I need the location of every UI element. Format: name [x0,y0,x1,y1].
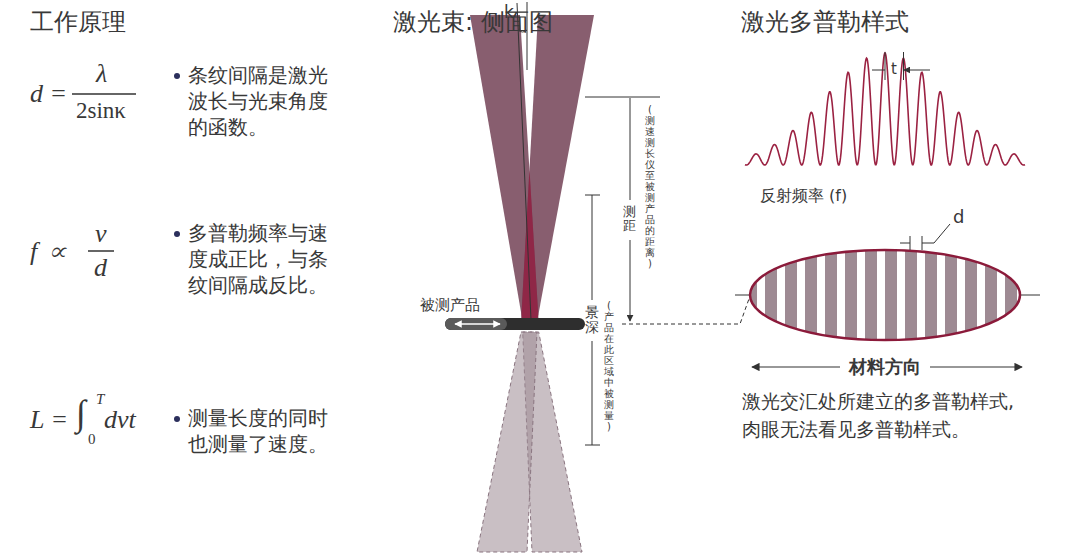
formula-term: d [94,252,107,283]
dimension-label: 测距 [623,205,636,234]
dimension-note: (产品在此区域中被测量) [604,300,614,432]
period-tick [872,70,885,71]
direction-label: 材料方向 [849,356,921,378]
dimension-note: (测速测长仪至被测产品的距离) [645,104,655,269]
formula-term: f ∝ [30,236,70,267]
integral-limit: 0 [88,430,96,448]
fraction-bar [72,93,136,95]
doppler-wave-line [745,53,1025,165]
laser-beam-lower [477,332,537,552]
period-tick [903,52,904,80]
axis-label: 反射频率 (f) [760,186,847,205]
dimension-line [592,195,593,300]
part-label: 被测产品 [420,296,480,314]
formula-term: λ [96,58,107,89]
leader-dashed [622,296,750,324]
bullet-dot [174,416,180,422]
formula-term: v [95,218,107,249]
laser-beam [470,15,539,322]
caption-text: 激光交汇处所建立的多普勒样式, 肉眼无法看见多普勒样式。 [742,388,1032,443]
laser-beam [521,15,594,322]
bullet-text: 测量长度的同时也测量了速度。 [188,405,338,457]
spacing-label: d [953,206,964,228]
period-label: t [891,60,897,78]
bullet-text: 多普勒频率与速度成正比，与条纹间隔成反比。 [188,220,338,298]
doppler-wave [745,53,1025,165]
motion-arrow [455,323,500,325]
bullet-text: 条纹间隔是激光波长与光束角度的函数。 [188,62,338,140]
beam-axis [517,3,531,320]
section-heading: 激光束: 侧面图 [393,8,553,37]
angle-label: k [504,2,514,22]
integral-limit: T [96,390,104,408]
axis-line [735,295,750,296]
period-tick [885,52,886,80]
section-heading: 工作原理 [30,8,126,37]
period-arrow [904,70,930,71]
formula-term: L = [30,404,68,435]
direction-arrow [930,366,1022,367]
product-bar [445,318,585,330]
section-heading: 激光多普勒样式 [741,8,909,37]
formula-term: dvt [104,404,136,435]
dimension-line [630,240,631,321]
spacing-tick [900,243,910,244]
direction-arrow [752,366,840,367]
fraction-bar [88,250,114,252]
bullet-dot [174,73,180,79]
dimension-label: 景深 [585,305,599,336]
leader-line [922,224,950,243]
product-bar-moving [445,318,507,330]
formula-term: 2sinκ [76,97,126,125]
dimension-tick [585,445,600,446]
fringe-ellipse [750,250,1020,340]
dimension-tick [585,97,660,98]
integral-sign: ∫ [76,392,86,435]
dimension-line [630,98,631,200]
axis-line [1020,295,1040,296]
formula-term: d = [30,78,67,109]
dimension-line [592,341,593,445]
bullet-dot [174,231,180,237]
